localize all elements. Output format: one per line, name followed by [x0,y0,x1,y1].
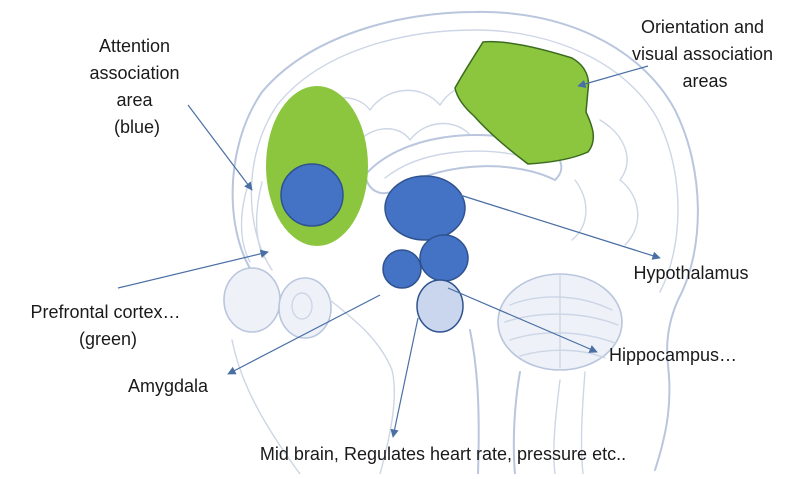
label-attention-line: association [89,63,179,83]
label-hypothalamus: Hypothalamus [633,263,748,283]
cerebellum [498,274,622,370]
label-prefrontal-line: (green) [79,329,137,349]
label-orientation-line: areas [682,71,727,91]
label-midbrain-line: Mid brain, Regulates heart rate, pressur… [260,444,626,464]
label-amygdala-line: Amygdala [128,376,209,396]
label-amygdala: Amygdala [128,376,209,396]
label-hippocampus-line: Hippocampus… [609,345,737,365]
label-prefrontal: Prefrontal cortex… (green) [30,302,185,349]
label-hypothalamus-line: Hypothalamus [633,263,748,283]
hippocampus-region [417,280,463,332]
label-attention-line: Attention [99,36,170,56]
labels: Attention association area (blue) Orient… [30,17,778,464]
label-orientation-line: Orientation and [641,17,764,37]
orientation-visual-region [455,42,593,164]
hypothalamus-region [385,176,465,240]
label-attention-line: area [116,90,153,110]
corpus-callosum-inner [385,151,530,178]
label-attention: Attention association area (blue) [89,36,184,137]
label-prefrontal-line: Prefrontal cortex… [30,302,180,322]
label-hippocampus: Hippocampus… [609,345,737,365]
arrow-attention [188,105,252,190]
midbrain-region [420,235,468,281]
attention-association-region [281,164,343,226]
arrow-midbrain [393,318,418,437]
label-orientation-line: visual association [632,44,773,64]
eye-sketch [224,268,331,338]
label-midbrain: Mid brain, Regulates heart rate, pressur… [260,444,626,464]
sinus-lines [242,182,265,262]
label-attention-line: (blue) [114,117,160,137]
arrow-hypothalamus [460,195,660,258]
arrow-orientation [578,66,648,86]
amygdala-region [383,250,421,288]
